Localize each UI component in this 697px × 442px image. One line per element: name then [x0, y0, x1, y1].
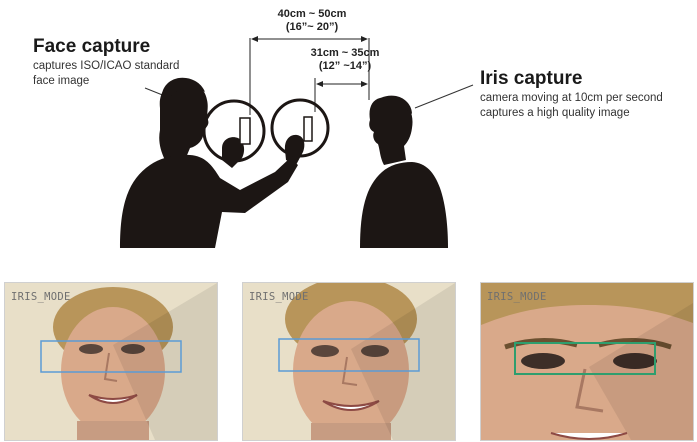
iris-preview-panel-far: IRIS_MODE	[4, 282, 218, 441]
face-photo-mid	[243, 283, 455, 440]
face-device-icon	[239, 117, 251, 145]
inner-distance-metric: 31cm ~ 35cm	[310, 47, 380, 59]
iris-detection-box	[514, 342, 656, 375]
face-capture-title: Face capture	[33, 36, 151, 57]
face-capture-description-2: face image	[33, 75, 90, 87]
iris-detection-box	[278, 338, 420, 372]
iris-capture-title: Iris capture	[480, 68, 583, 89]
inner-distance-label: 31cm ~ 35cm (12” ~14”)	[300, 47, 390, 73]
mode-label: IRIS_MODE	[487, 291, 547, 303]
iris-callout-leader	[414, 84, 474, 109]
iris-capture-ring	[270, 98, 330, 158]
diagram-artwork	[120, 36, 474, 248]
outer-distance-label: 40cm ~ 50cm (16”~ 20”)	[262, 8, 362, 34]
iris-detection-box	[40, 340, 182, 373]
mode-label: IRIS_MODE	[249, 291, 309, 303]
outer-distance-imperial: (16”~ 20”)	[285, 21, 339, 33]
iris-preview-panel-mid: IRIS_MODE	[242, 282, 456, 441]
mode-label: IRIS_MODE	[11, 291, 71, 303]
iris-preview-panel-near: IRIS_MODE	[480, 282, 694, 441]
face-capture-description-1: captures ISO/ICAO standard	[33, 60, 180, 72]
face-photo-far	[5, 283, 217, 440]
capture-distance-diagram: Face capture captures ISO/ICAO standard …	[33, 8, 663, 248]
face-capture-ring	[202, 99, 266, 163]
inner-distance-imperial: (12” ~14”)	[318, 60, 372, 72]
left-person-silhouette	[120, 77, 305, 248]
right-person-silhouette	[360, 95, 448, 248]
iris-capture-description-2: captures a high quality image	[480, 107, 630, 119]
face-photo-near	[481, 283, 693, 440]
iris-capture-description-1: camera moving at 10cm per second	[480, 92, 663, 104]
outer-distance-metric: 40cm ~ 50cm	[277, 8, 347, 20]
iris-device-icon	[303, 116, 313, 142]
